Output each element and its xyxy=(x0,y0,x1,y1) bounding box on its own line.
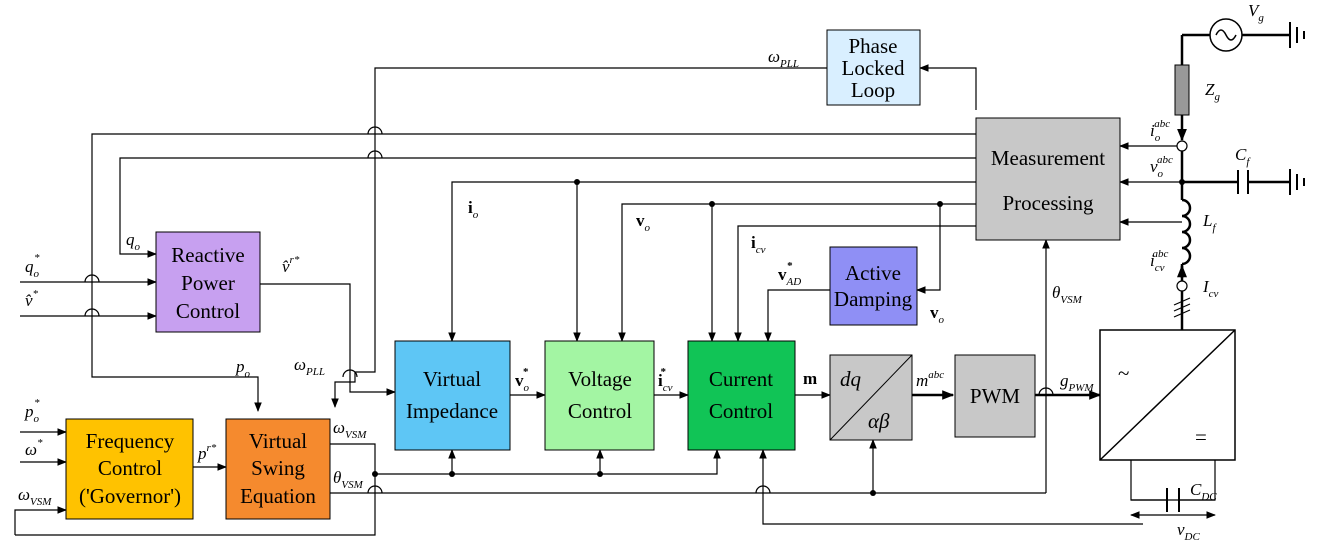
po-ref-label: po* xyxy=(24,397,40,425)
vg-label: Vg xyxy=(1248,1,1264,24)
measurement-block: Measurement Processing xyxy=(975,117,1121,241)
vo-abc-label: voabc xyxy=(1150,154,1173,180)
virtual-impedance-block: Virtual Impedance xyxy=(394,340,511,451)
cdc-label: CDC xyxy=(1190,480,1217,503)
wire-junctions xyxy=(372,179,1185,496)
signal-labels: ωPLL qo* v̂* qo v̂r* io vo icv vAD* vo θ… xyxy=(18,1,1264,543)
rpc-line-1: Reactive xyxy=(171,243,244,267)
theta-vsm-meas-label: θVSM xyxy=(1052,283,1083,306)
alphabeta-label: αβ xyxy=(868,409,890,433)
voltage-control-block: Voltage Control xyxy=(544,340,655,451)
vc-line-2: Control xyxy=(568,399,632,423)
frequency-control-block: Frequency Control ('Governor') xyxy=(65,418,194,520)
io-label: io xyxy=(468,198,479,221)
icv-out-label: Icv xyxy=(1202,277,1219,300)
vse-block: Virtual Swing Equation xyxy=(225,418,331,520)
icv-label: icv xyxy=(751,233,766,256)
vhat-ref-label: v̂* xyxy=(25,288,39,310)
vse-line-1: Virtual xyxy=(249,429,307,453)
vo-ad-label: vo xyxy=(930,303,945,326)
ad-line-2: Damping xyxy=(834,287,913,311)
meas-line-1: Measurement xyxy=(991,146,1105,170)
cc-line-1: Current xyxy=(709,367,773,391)
vi-line-2: Impedance xyxy=(406,399,498,423)
vo-ref-label: vo* xyxy=(515,366,530,394)
signal-wires xyxy=(14,64,1182,536)
pll-line-2: Locked xyxy=(842,56,905,80)
qo-ref-label: qo* xyxy=(25,252,40,280)
converter-ac-symbol: ~ xyxy=(1118,361,1129,385)
omega-vsm-in-label: ωVSM xyxy=(18,485,52,508)
pll-block: Phase Locked Loop xyxy=(826,29,921,106)
vad-label: vAD* xyxy=(778,260,801,288)
vse-line-2: Swing xyxy=(251,456,305,480)
vi-line-1: Virtual xyxy=(423,367,481,391)
fc-line-2: Control xyxy=(98,456,162,480)
vdc-label: vDC xyxy=(1177,520,1200,543)
fc-line-3: ('Governor') xyxy=(79,484,181,508)
wire-hops xyxy=(84,126,1054,494)
ad-line-1: Active xyxy=(845,261,901,285)
pll-line-3: Loop xyxy=(851,78,895,102)
vo-label: vo xyxy=(636,211,651,234)
m-label: m xyxy=(803,369,817,388)
rpc-line-3: Control xyxy=(176,299,240,323)
cc-line-2: Control xyxy=(709,399,773,423)
fc-line-1: Frequency xyxy=(86,429,175,453)
meas-line-2: Processing xyxy=(1003,191,1094,215)
qo-label: qo xyxy=(126,230,141,253)
converter-block: ~ = xyxy=(1099,329,1236,519)
current-control-block: Current Control xyxy=(687,340,796,451)
lf-label: Lf xyxy=(1202,211,1217,234)
rpc-block: Reactive Power Control xyxy=(155,231,261,333)
zg-label: Zg xyxy=(1205,80,1220,103)
rpc-line-2: Power xyxy=(181,271,235,295)
po-label: po xyxy=(235,357,251,380)
omega-pll-label: ωPLL xyxy=(768,47,799,70)
icv-ref-label: icv* xyxy=(658,366,673,394)
dq-label: dq xyxy=(840,367,862,391)
active-damping-block: Active Damping xyxy=(829,246,918,326)
vse-line-3: Equation xyxy=(240,484,316,508)
pwm-block: PWM xyxy=(954,354,1036,438)
io-abc-label: ioabc xyxy=(1150,118,1170,144)
g-pwm-label: gPWM xyxy=(1060,371,1094,394)
pll-line-1: Phase xyxy=(849,34,898,58)
omega-ref-label: ω* xyxy=(25,437,43,459)
cf-label: Cf xyxy=(1235,145,1251,168)
dq-transform-block: dq αβ xyxy=(829,354,913,441)
icv-abc-label: icvabc xyxy=(1150,248,1169,274)
p-r-label: pr* xyxy=(197,442,217,463)
omega-pll-vse-label: ωPLL xyxy=(294,355,325,378)
vc-line-1: Voltage xyxy=(568,367,632,391)
grid-circuit xyxy=(1173,18,1305,330)
pwm-label: PWM xyxy=(970,384,1021,408)
omega-vsm-out-label: ωVSM xyxy=(333,418,367,441)
converter-dc-symbol: = xyxy=(1195,425,1207,449)
vhat-r-label: v̂r* xyxy=(282,254,300,276)
m-abc-label: mabc xyxy=(916,369,944,390)
theta-vsm-out-label: θVSM xyxy=(333,468,364,491)
